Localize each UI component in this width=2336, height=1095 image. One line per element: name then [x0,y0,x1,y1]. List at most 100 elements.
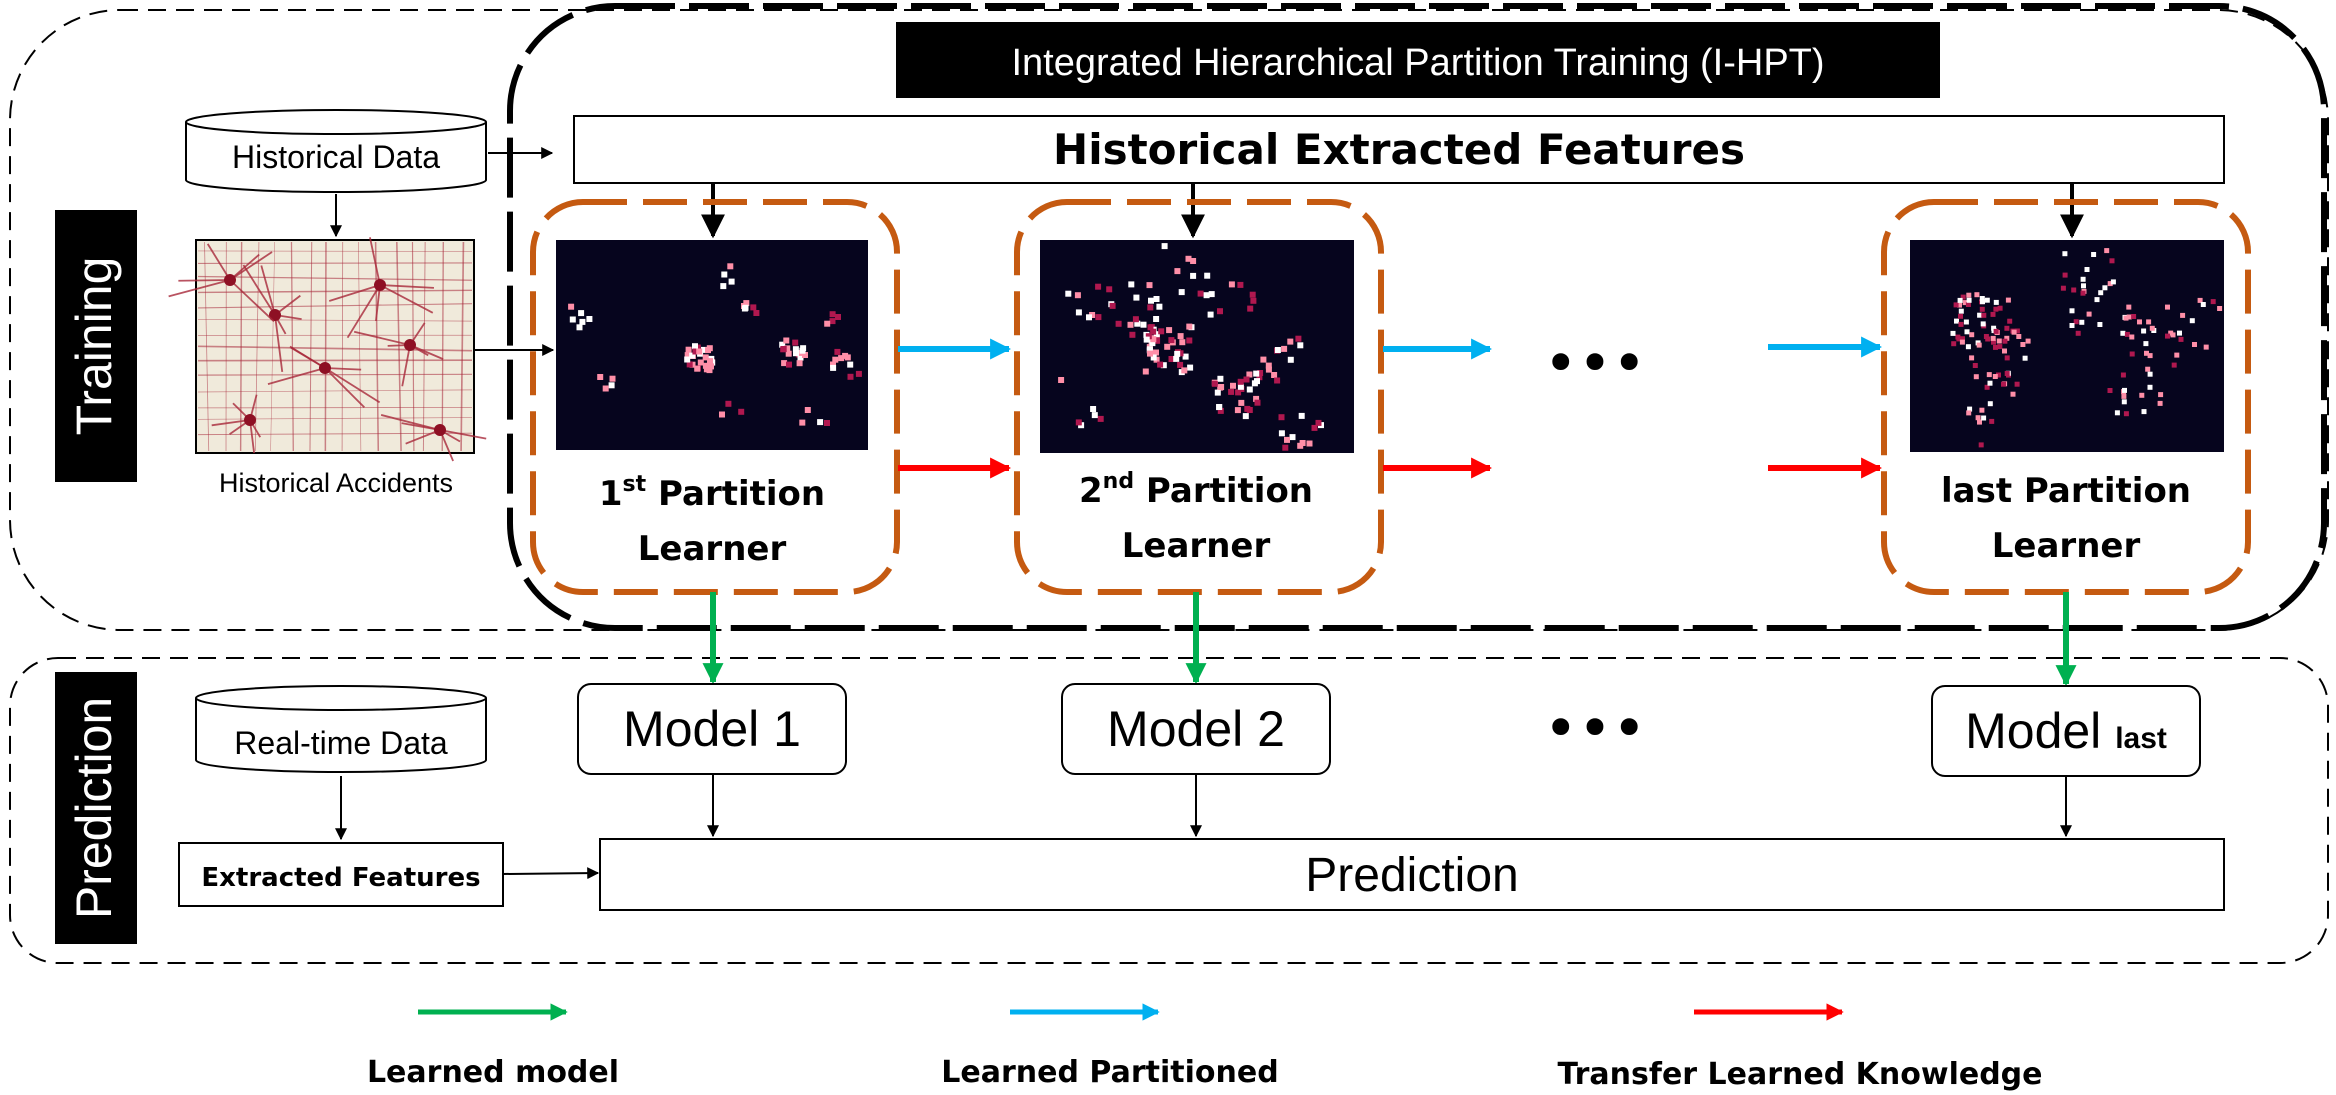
title-box [896,22,1940,98]
heat-cell [2129,334,2135,340]
realtime-data-label: Real-time Data [234,725,448,761]
prediction-ellipsis: ••• [1544,694,1647,762]
heat-cell [855,370,862,377]
map-road [341,241,344,452]
heat-cell [1164,343,1171,350]
heat-cell [847,373,854,380]
map-hub [244,414,256,426]
heat-cell [2192,342,2197,347]
map-road [290,241,294,452]
heat-cell [2121,399,2127,405]
map-hub [269,309,281,321]
heat-cell [1980,321,1986,327]
heat-cell [1987,380,1993,386]
heat-cell [1106,286,1113,293]
heat-cell [743,300,750,307]
heat-cell [1989,418,1995,424]
extracted-features-box [178,842,504,907]
heat-cell [728,278,735,285]
heat-cell [701,346,707,353]
heat-cell [697,359,704,366]
heat-cell [1257,370,1264,376]
heat-cell [727,263,734,270]
heat-cell [1160,362,1167,369]
extracted-features-label: Extracted Features [201,863,480,893]
heat-cell [1168,356,1175,362]
prediction-section-label: Prediction [66,697,122,919]
heat-cell [2158,392,2164,398]
heat-cell [1964,329,1970,335]
map-hub [434,424,446,436]
heat-cell [1207,311,1214,318]
heat-cell [2080,276,2086,282]
heat-cell [1281,345,1288,352]
map-road [369,237,381,286]
heat-cell [817,419,824,426]
heat-cell [1097,415,1104,422]
heat-cell [1958,308,1964,314]
training-label-box [55,210,137,482]
heat-cell [1174,268,1181,275]
heat-cell [1966,297,1972,303]
heat-cell [1153,296,1160,302]
heat-cell [579,318,586,325]
heat-cell [1187,364,1194,371]
heat-cell [569,316,576,323]
heat-cell [2197,297,2203,303]
heat-cell [1287,356,1294,363]
heat-cell [1958,313,1963,319]
heat-cell [1127,321,1134,328]
heat-cell [1133,294,1140,301]
heat-cell [1185,255,1192,262]
heatmap-2 [1040,240,1354,453]
heat-cell [824,420,830,426]
heat-cell [2004,325,2010,331]
map-road [324,367,362,371]
heat-cell [2014,381,2020,387]
map-road [197,303,473,309]
prediction-box [599,838,2225,911]
map-road [379,284,434,314]
historical-data-cylinder [185,109,487,193]
model-2-label: Model 2 [1107,701,1285,757]
historical-accidents-label: Historical Accidents [219,468,453,498]
heat-cell [2141,328,2147,334]
heat-cell [2126,304,2132,310]
heat-cell [1075,419,1082,426]
map-road [242,264,276,316]
heat-cell [2165,304,2170,310]
heat-cell [2014,328,2020,334]
heat-cell [2147,353,2153,359]
heat-cell [2129,351,2135,357]
map-road [358,241,362,452]
heat-cell [721,271,728,278]
map-road [289,345,326,369]
heat-cell [1154,337,1161,344]
heat-cell [750,304,757,311]
heat-cell [1142,368,1149,375]
training-label: Training [66,257,122,436]
heat-cell [1965,344,1971,350]
heat-cell [1182,353,1189,360]
map-road [460,241,465,452]
map-road [324,367,381,404]
arrow-features-to-prediction [502,867,600,880]
heat-cell [2147,384,2153,390]
heat-cell [1208,291,1215,298]
map-road [197,406,473,409]
heat-cell [804,407,811,413]
map-road [405,429,441,445]
learner-last-label: last Partition [1941,471,2191,511]
heat-cell [706,345,713,352]
map-road [441,241,444,452]
heat-cell [1278,414,1285,421]
map-road [379,284,435,289]
heat-cell [785,350,792,357]
heat-cell [1109,302,1116,309]
heat-cell [2109,258,2115,264]
heat-cell [1153,349,1159,356]
heat-cell [1969,332,1975,338]
heat-cell [2121,393,2127,399]
heat-cell [1149,340,1156,347]
heat-cell [1147,304,1154,311]
